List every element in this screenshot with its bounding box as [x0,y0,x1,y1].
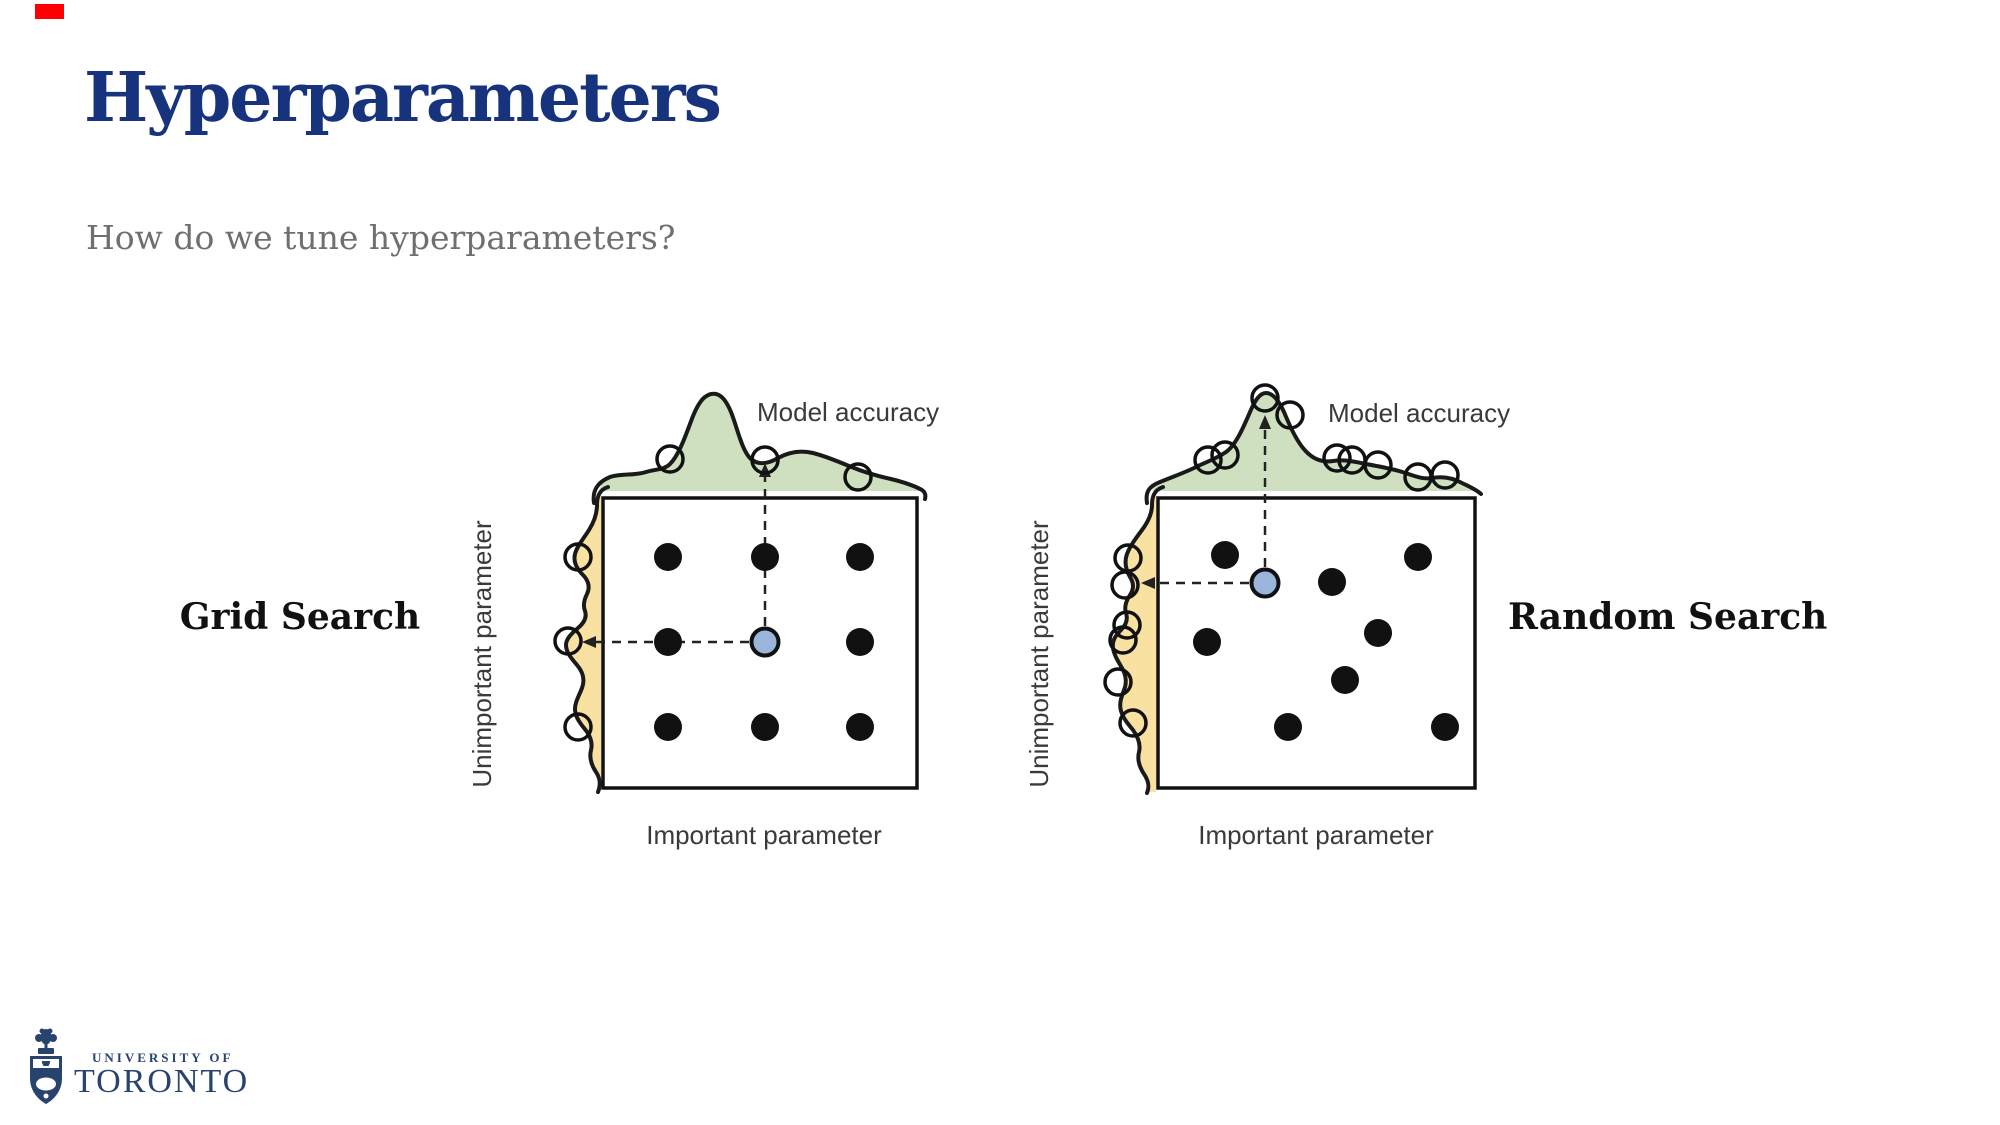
random-y-axis-label: Unimportant parameter [1024,520,1054,788]
grid-left-arrow [582,636,596,648]
random-trial-point [1274,713,1302,741]
random-accuracy-sample-marker [1430,460,1460,490]
grid-search-label: Grid Search [179,596,421,638]
random-side-sample-marker [1103,667,1133,697]
random-selected-trial-point [1249,567,1281,599]
random-side-sample-marker [1110,570,1140,600]
grid-trial-point [751,713,779,741]
random-side-curve [1110,485,1165,795]
random-trial-point [1331,666,1359,694]
random-search-panel: Model accuracy Important parameter Unimp… [1024,383,1510,850]
grid-side-curve [563,485,610,794]
grid-trial-point [846,628,874,656]
random-accuracy-sample-marker [1193,445,1223,475]
grid-x-axis-label: Important parameter [646,820,882,850]
grid-side-sample-marker [553,626,583,656]
grid-side-sample-marker [563,542,593,572]
random-up-arrow [1259,415,1271,429]
grid-y-axis-label: Unimportant parameter [467,520,497,788]
random-left-arrow [1141,577,1155,589]
grid-accuracy-sample-marker [750,445,780,475]
grid-search-panel: Model accuracy Important parameter Unimp… [467,391,939,850]
random-trial-point [1431,713,1459,741]
grid-accuracy-sample-marker [843,462,873,492]
random-accuracy-sample-marker [1275,400,1305,430]
red-marker [35,4,64,19]
random-trial-point [1318,568,1346,596]
page-title: Hyperparameters [84,58,722,138]
logo-toronto-text: TORONTO [74,1063,250,1100]
random-accuracy-sample-marker [1322,443,1352,473]
random-side-sample-marker [1108,625,1138,655]
random-trial-point [1211,541,1239,569]
grid-accuracy-sample-marker [655,444,685,474]
logo-university-of-text: UNIVERSITY OF [92,1050,234,1065]
grid-trial-point [654,628,682,656]
grid-side-sample-marker [563,712,593,742]
random-accuracy-sample-marker [1363,450,1393,480]
random-accuracy-sample-marker [1250,383,1280,413]
grid-points [553,444,874,742]
random-x-axis-label: Important parameter [1198,820,1434,850]
random-points [1103,383,1460,741]
grid-model-accuracy-label: Model accuracy [757,397,939,427]
grid-trial-point [846,713,874,741]
random-side-sample-marker [1112,610,1142,640]
search-comparison-figure: Model accuracy Important parameter Unimp… [467,383,1510,850]
random-model-accuracy-label: Model accuracy [1328,398,1510,428]
random-trial-point [1404,543,1432,571]
random-accuracy-sample-marker [1210,440,1240,470]
grid-trial-point [751,543,779,571]
grid-selected-trial-point [749,626,781,658]
grid-accuracy-curve [591,391,928,505]
university-of-toronto-crest-icon [30,1028,62,1104]
random-trial-point [1364,619,1392,647]
grid-trial-point [654,713,682,741]
slide-subtitle: How do we tune hyperparameters? [86,218,676,257]
grid-trial-point [846,543,874,571]
random-search-label: Random Search [1508,596,1828,638]
random-side-sample-marker [1118,708,1148,738]
grid-trial-point [654,543,682,571]
random-trial-point [1193,628,1221,656]
